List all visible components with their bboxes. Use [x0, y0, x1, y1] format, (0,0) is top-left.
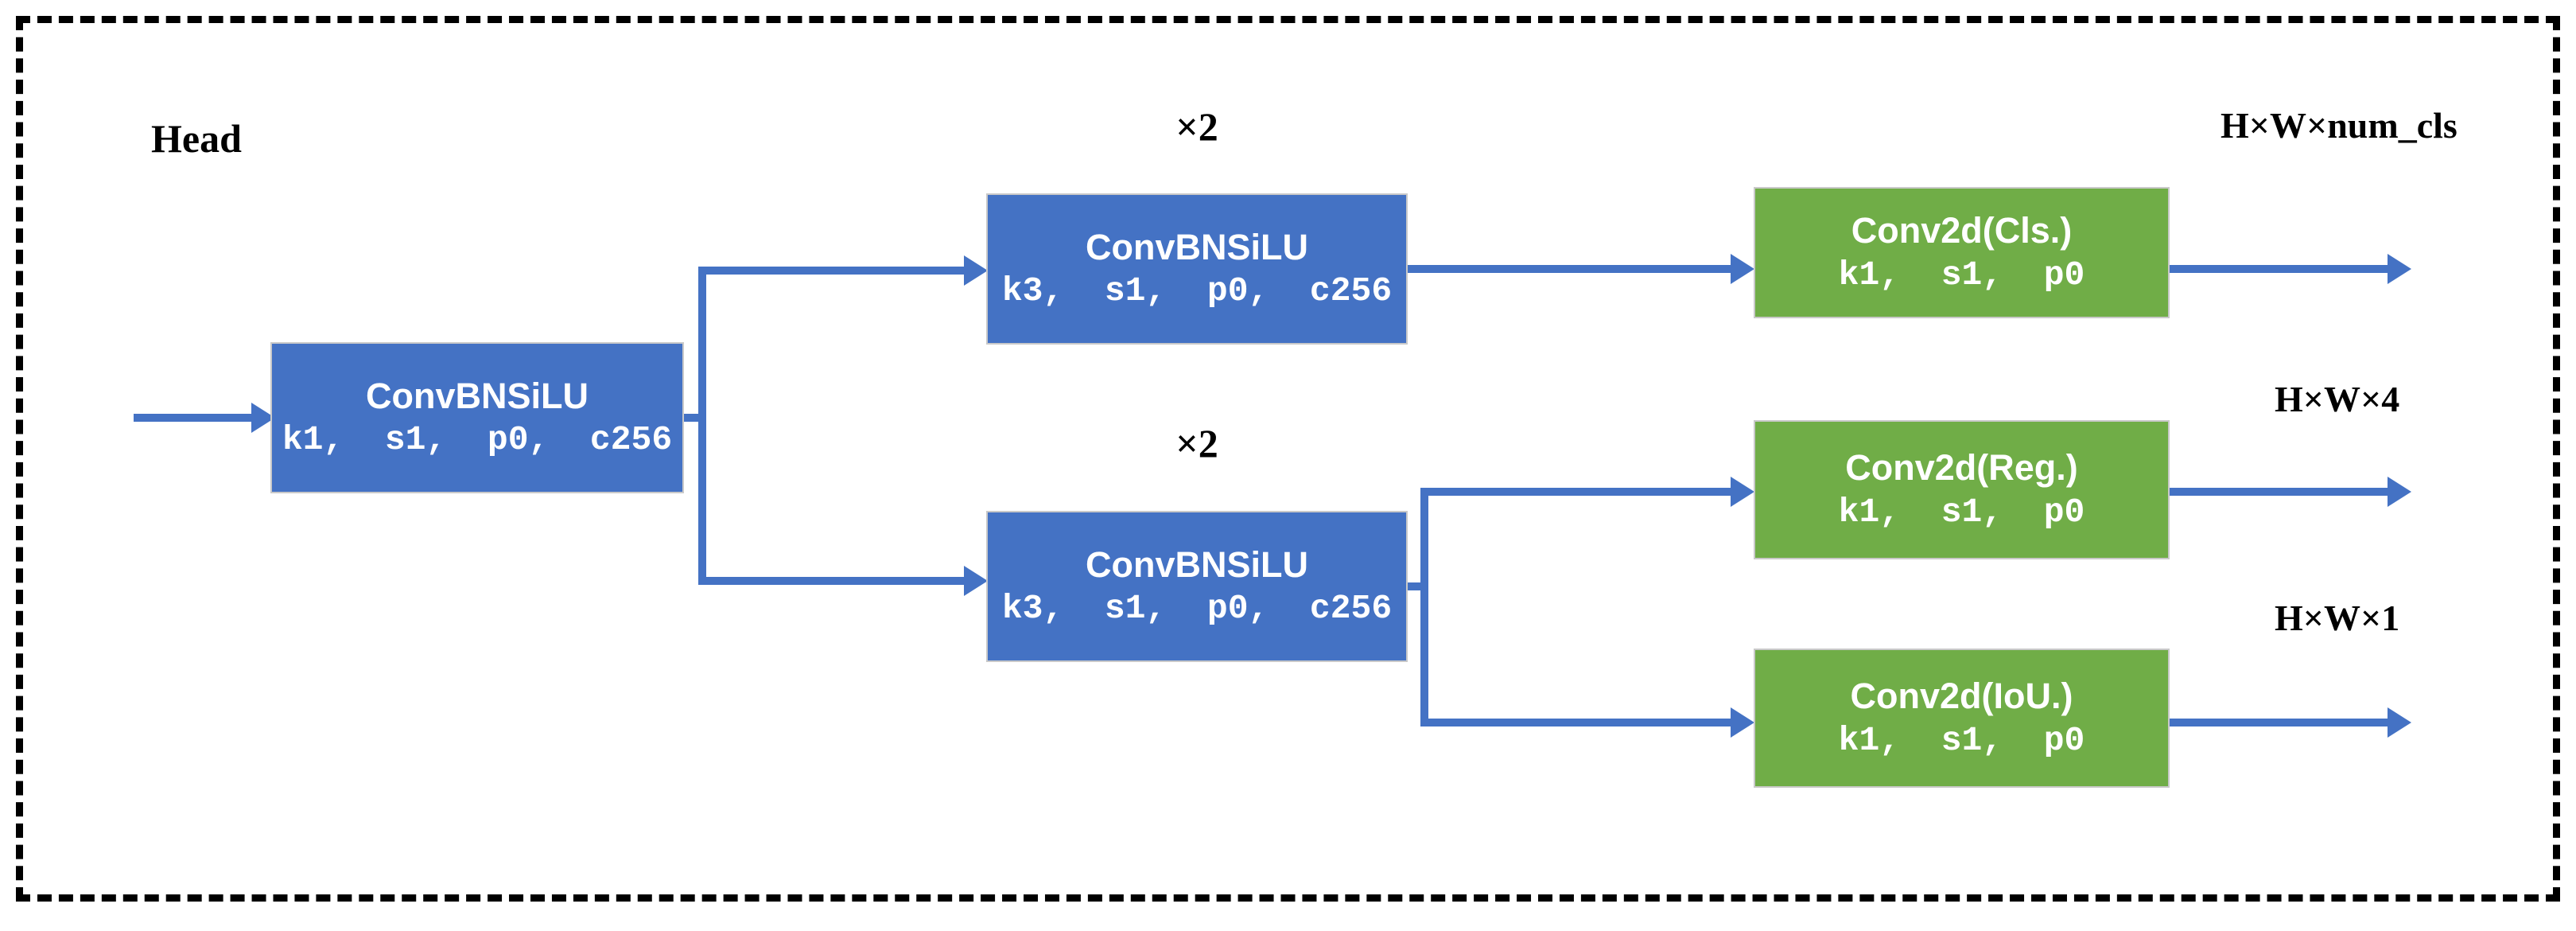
split-to-iou-head-line [1420, 719, 1740, 726]
reg-output-arrowhead [2388, 477, 2411, 507]
output-shape-cls: H×W×num_cls [2220, 105, 2457, 146]
reg-trunk-split-bus [1420, 488, 1428, 726]
split-to-cls-trunk-arrowhead [964, 255, 988, 286]
stem-split-stub [682, 414, 706, 422]
node-cls-head-conv2d[interactable]: Conv2d(Cls.) k1, s1, p0 [1754, 187, 2170, 318]
section-title-head: Head [151, 116, 242, 161]
output-shape-reg: H×W×4 [2275, 379, 2400, 419]
node-reg-trunk-params: k3, s1, p0, c256 [1001, 589, 1393, 629]
node-reg-head-params: k1, s1, p0 [1838, 492, 2085, 532]
node-cls-trunk-params: k3, s1, p0, c256 [1001, 271, 1393, 311]
node-iou-head-params: k1, s1, p0 [1838, 720, 2085, 760]
split-to-reg-head-line [1420, 488, 1740, 496]
node-stem-title: ConvBNSiLU [366, 375, 589, 416]
node-cls-trunk-convbnsilu[interactable]: ConvBNSiLU k3, s1, p0, c256 [986, 193, 1408, 345]
split-to-reg-head-arrowhead [1731, 477, 1754, 507]
head-module-boundary [16, 16, 2560, 902]
repeat-label-cls-branch: ×2 [1175, 104, 1218, 149]
cls-trunk-to-cls-head-line [1406, 265, 1740, 273]
node-iou-head-conv2d[interactable]: Conv2d(IoU.) k1, s1, p0 [1754, 649, 2170, 788]
input-connector-line [134, 414, 257, 422]
cls-trunk-to-cls-head-arrowhead [1731, 254, 1754, 284]
split-to-reg-trunk-arrowhead [964, 566, 988, 596]
node-cls-trunk-title: ConvBNSiLU [1086, 226, 1308, 267]
node-stem-params: k1, s1, p0, c256 [282, 420, 673, 460]
node-cls-head-params: k1, s1, p0 [1838, 255, 2085, 294]
output-shape-iou: H×W×1 [2275, 598, 2400, 638]
split-to-reg-trunk-line [698, 577, 977, 585]
node-stem-convbnsilu[interactable]: ConvBNSiLU k1, s1, p0, c256 [270, 342, 684, 493]
node-reg-trunk-convbnsilu[interactable]: ConvBNSiLU k3, s1, p0, c256 [986, 511, 1408, 662]
stem-split-bus [698, 267, 706, 585]
reg-output-line [2165, 488, 2395, 496]
cls-output-line [2165, 265, 2395, 273]
split-to-cls-trunk-line [698, 267, 977, 275]
iou-output-arrowhead [2388, 707, 2411, 738]
node-reg-head-title: Conv2d(Reg.) [1845, 447, 2078, 489]
node-reg-head-conv2d[interactable]: Conv2d(Reg.) k1, s1, p0 [1754, 420, 2170, 559]
node-cls-head-title: Conv2d(Cls.) [1851, 210, 2073, 251]
reg-trunk-split-stub [1406, 582, 1428, 590]
split-to-iou-head-arrowhead [1731, 707, 1754, 738]
repeat-label-reg-branch: ×2 [1175, 421, 1218, 465]
node-iou-head-title: Conv2d(IoU.) [1850, 676, 2073, 717]
iou-output-line [2165, 719, 2395, 726]
node-reg-trunk-title: ConvBNSiLU [1086, 543, 1308, 585]
cls-output-arrowhead [2388, 254, 2411, 284]
